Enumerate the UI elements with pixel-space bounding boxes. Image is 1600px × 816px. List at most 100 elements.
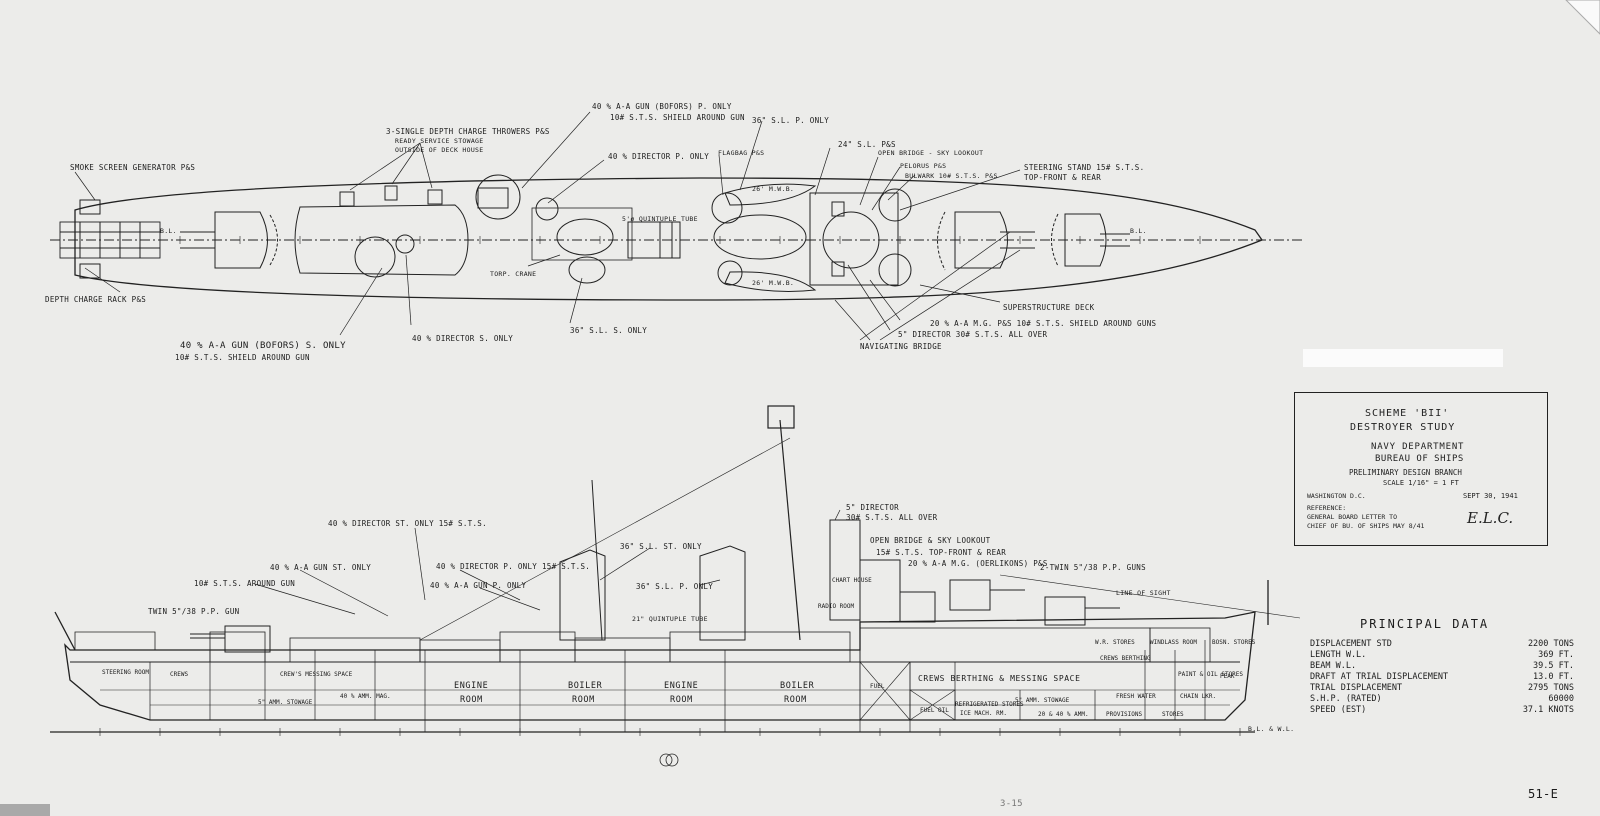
- profile-mast: [779, 419, 801, 641]
- label-superstructure-deck: SUPERSTRUCTURE DECK: [1003, 303, 1095, 312]
- label-director-s: 40 % DIRECTOR S. ONLY: [412, 334, 514, 343]
- label-bulwark: BULWARK 10# S.T.S. P&S: [905, 172, 998, 180]
- label-bosun-stores: BOSN. STORES: [1212, 639, 1256, 646]
- data-label: DRAFT AT TRIAL DISPLACEMENT: [1310, 672, 1449, 682]
- label-searchlight-36-p: 36" S.L. P. ONLY: [752, 116, 830, 125]
- label-boiler-room-fwd: BOILER: [780, 681, 815, 691]
- label-boiler-room-aft-2: ROOM: [572, 695, 595, 705]
- label-sl36-p: 36" S.L. P. ONLY: [636, 582, 714, 591]
- label-bofors-p-shield: 10# S.T.S. SHIELD AROUND GUN: [610, 113, 745, 122]
- sheet-bottom-mark: 3-15: [1000, 799, 1023, 809]
- data-label: S.H.P. (RATED): [1310, 694, 1382, 704]
- label-crews-berthing: CREWS BERTHING & MESSING SPACE: [918, 674, 1081, 683]
- data-label: DISPLACEMENT STD: [1310, 639, 1392, 649]
- data-label: BEAM W.L.: [1310, 661, 1357, 671]
- label-smoke-generator: SMOKE SCREEN GENERATOR P&S: [70, 163, 196, 172]
- label-director-p: 40 % DIRECTOR P. ONLY: [608, 152, 710, 161]
- label-open-bridge-profile: OPEN BRIDGE & SKY LOOKOUT: [870, 536, 991, 545]
- profile-stack-aft: [559, 549, 606, 641]
- label-engine-room-fwd: ENGINE: [664, 681, 699, 691]
- label-steering-room: STEERING ROOM: [102, 669, 149, 676]
- label-ammo5-fwd: 5" AMM. STOWAGE: [1015, 697, 1070, 704]
- label-quintuple-tube: 5'ø QUINTUPLE TUBE: [622, 215, 698, 223]
- label-provisions: PROVISIONS: [1106, 711, 1143, 718]
- label-mwb-top: 26' M.W.B.: [752, 185, 795, 193]
- label-windlass: WINDLASS ROOM: [1150, 639, 1197, 646]
- data-value: 13.0 FT.: [1533, 672, 1574, 682]
- plan-bofors-s: [354, 236, 396, 278]
- title-block: SCHEME 'BII' DESTROYER STUDY NAVY DEPART…: [1294, 392, 1548, 546]
- profile-gun-1: [1044, 596, 1086, 626]
- title-initials: E.L.C.: [1467, 509, 1514, 527]
- label-searchlight-24: 24" S.L. P&S: [838, 140, 896, 149]
- data-value: 369 FT.: [1538, 650, 1574, 660]
- title-reference-label: REFERENCE:: [1307, 504, 1347, 512]
- label-bofors-st: 40 % A-A GUN ST. ONLY: [270, 563, 372, 572]
- plan-torpedo-tube: [627, 221, 681, 259]
- blank-strip: [1303, 349, 1503, 367]
- label-quintuple-profile: 21" QUINTUPLE TUBE: [632, 615, 708, 623]
- label-bl-aft: B.L.: [160, 227, 177, 235]
- label-bl-wl: B.L. & W.L.: [1248, 725, 1295, 733]
- plan-view: [50, 111, 1305, 341]
- label-sts15: 15# S.T.S. TOP-FRONT & REAR: [876, 548, 1007, 557]
- label-refrigerated: REFRIGERATED STORES: [955, 701, 1024, 708]
- label-twin-gun-aft: TWIN 5"/38 P.P. GUN: [148, 607, 240, 616]
- label-director-5-plan: 5" DIRECTOR 30# S.T.S. ALL OVER: [898, 330, 1048, 339]
- plan-forward-gun-2: [937, 211, 1035, 271]
- label-bofors-s-shield: 10# S.T.S. SHIELD AROUND GUN: [175, 353, 310, 362]
- label-director-5b: 30# S.T.S. ALL OVER: [846, 513, 938, 522]
- title-dept: NAVY DEPARTMENT: [1371, 442, 1465, 452]
- label-bofors-p: 40 % A-A GUN (BOFORS) P. ONLY: [592, 102, 732, 111]
- label-steering-top: TOP-FRONT & REAR: [1024, 173, 1102, 182]
- sheet-corner-shadow: [0, 804, 50, 816]
- title-place: WASHINGTON D.C.: [1307, 492, 1366, 500]
- data-label: LENGTH W.L.: [1310, 650, 1367, 660]
- title-reference-2: CHIEF OF BU. OF SHIPS MAY 8/41: [1307, 522, 1425, 530]
- label-boiler-room-aft: BOILER: [568, 681, 603, 691]
- title-date: SEPT 30, 1941: [1463, 492, 1518, 500]
- data-value: 2795 TONS: [1527, 683, 1574, 693]
- title-scale: SCALE 1/16" = 1 FT: [1383, 479, 1459, 487]
- title-scheme: SCHEME 'BII': [1365, 408, 1450, 419]
- title-branch: PRELIMINARY DESIGN BRANCH: [1349, 468, 1462, 477]
- plan-bofors-p: [475, 174, 521, 220]
- label-bl-fwd: B.L.: [1130, 227, 1147, 235]
- label-ammo20: 20 & 40 % AMM.: [1038, 711, 1089, 718]
- plan-aft-deckhouse: [294, 204, 469, 276]
- label-mg20-plan: 20 % A-A M.G. P&S 10# S.T.S. SHIELD AROU…: [930, 319, 1157, 328]
- label-stores: STORES: [1162, 711, 1184, 718]
- label-ammo5-aft: 5" AMM. STOWAGE: [258, 699, 313, 706]
- plan-bridge: [809, 192, 899, 286]
- label-bofors-p-profile: 40 % A-A GUN P. ONLY: [430, 581, 527, 590]
- label-crews-aft: CREWS: [170, 671, 189, 678]
- plan-motor-whaleboat: [724, 183, 817, 206]
- label-messing-aft: CREW'S MESSING SPACE: [280, 671, 353, 678]
- label-flagbag: FLAGBAG P&S: [718, 149, 765, 157]
- label-depth-charge-rack: DEPTH CHARGE RACK P&S: [45, 295, 147, 304]
- label-boiler-room-fwd-2: ROOM: [784, 695, 807, 705]
- label-outside-deckhouse: OUTSIDE OF DECK HOUSE: [395, 146, 484, 154]
- data-value: 60000: [1548, 694, 1574, 704]
- label-peak: PEAK: [1220, 673, 1235, 680]
- label-director-5: 5" DIRECTOR: [846, 503, 899, 512]
- label-ready-service: READY SERVICE STOWAGE: [395, 137, 484, 145]
- label-mwb-bottom: 26' M.W.B.: [752, 279, 795, 287]
- title-bureau: BUREAU OF SHIPS: [1375, 454, 1464, 464]
- profile-stack-fwd: [699, 545, 746, 641]
- label-wr-stores: W.R. STORES: [1095, 639, 1135, 646]
- label-twin-guns-fwd: 2-TWIN 5"/38 P.P. GUNS: [1040, 563, 1146, 572]
- label-open-bridge: OPEN BRIDGE - SKY LOOKOUT: [878, 149, 984, 157]
- label-ammo40: 40 % AMM. MAG.: [340, 693, 391, 700]
- principal-data-heading: PRINCIPAL DATA: [1360, 617, 1490, 631]
- data-value: 39.5 FT.: [1533, 661, 1574, 671]
- label-director-p-profile: 40 % DIRECTOR P. ONLY 15# S.T.S.: [436, 562, 591, 571]
- label-navigating-bridge: NAVIGATING BRIDGE: [860, 342, 942, 351]
- data-value: 37.1 KNOTS: [1522, 705, 1574, 715]
- data-value: 2200 TONS: [1527, 639, 1574, 649]
- label-engine-room-aft-2: ROOM: [460, 695, 483, 705]
- plan-hull-outline: [74, 177, 1264, 301]
- label-pelorus: PELORUS P&S: [900, 162, 947, 170]
- sheet-corner-fold: [1565, 0, 1600, 35]
- profile-aft-gun: [224, 625, 271, 653]
